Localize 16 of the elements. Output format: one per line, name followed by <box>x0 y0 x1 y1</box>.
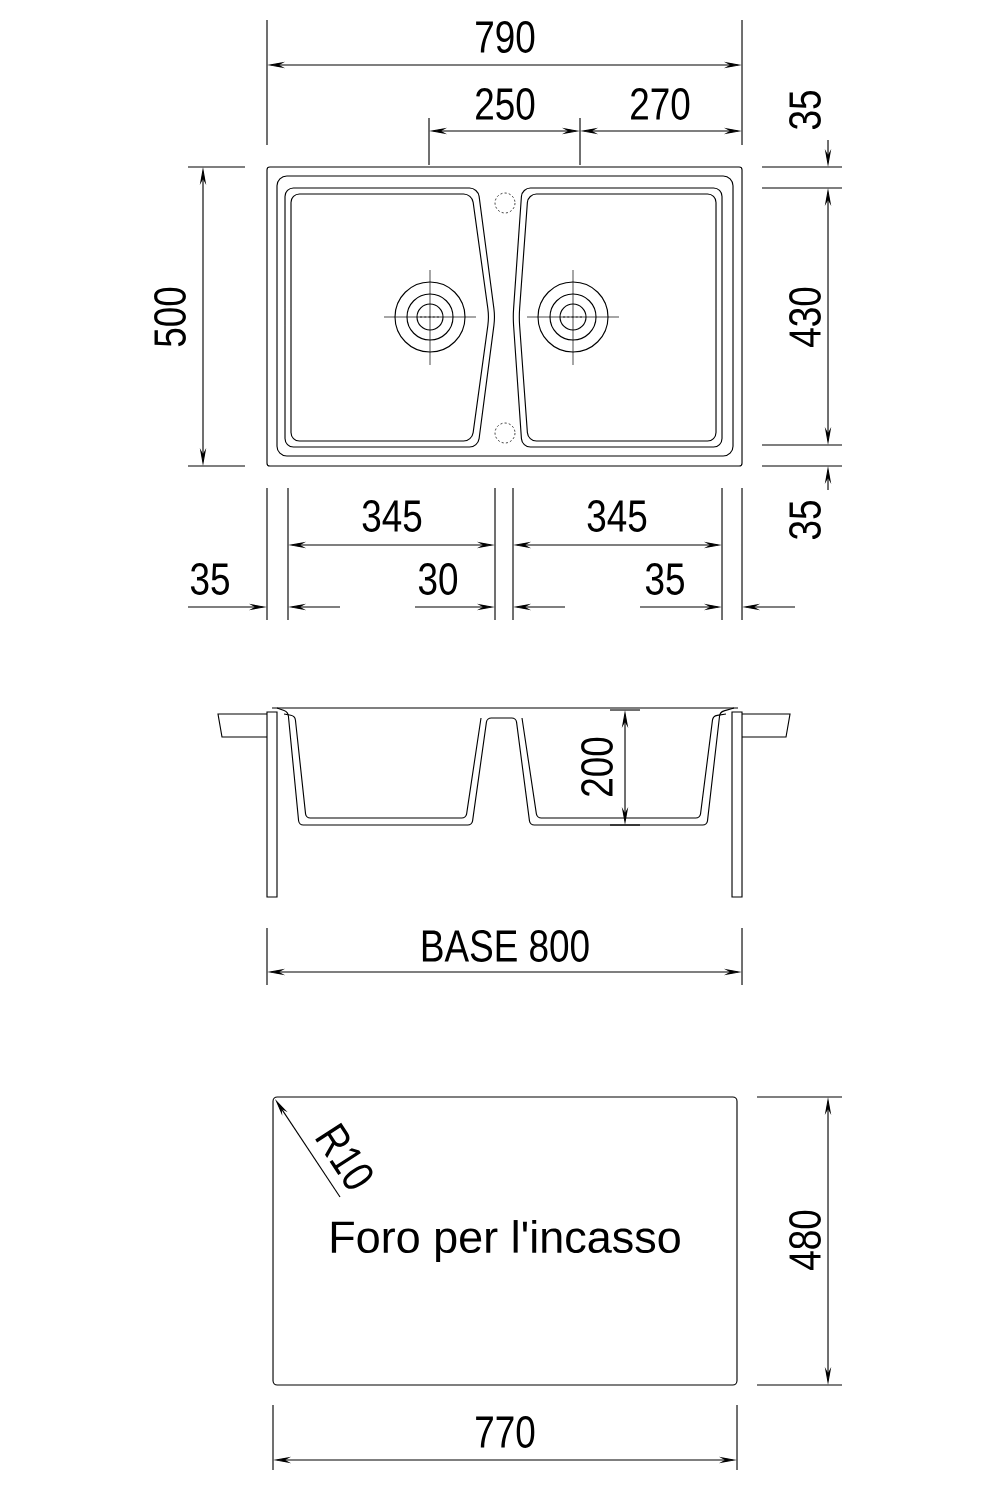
dimension-label: 480 <box>789 1210 821 1270</box>
dimension-label: 430 <box>789 287 821 347</box>
dimension-label: 500 <box>154 287 186 347</box>
dimension-label: R10 <box>315 1122 373 1189</box>
dimension-label: 35 <box>789 91 821 130</box>
dimension-label: 30 <box>418 563 458 595</box>
dimension-label: BASE 800 <box>422 930 589 962</box>
dimension-label: 790 <box>476 21 535 53</box>
dimension-label: 35 <box>789 501 821 540</box>
dimension-label: 200 <box>581 737 613 796</box>
dimension-label: 345 <box>362 500 422 532</box>
dimension-label: 270 <box>631 88 690 120</box>
dimension-label: 35 <box>190 563 229 595</box>
dimension-label: 35 <box>645 563 684 595</box>
dimension-label: 345 <box>587 500 647 532</box>
dimension-label: 250 <box>476 88 535 120</box>
